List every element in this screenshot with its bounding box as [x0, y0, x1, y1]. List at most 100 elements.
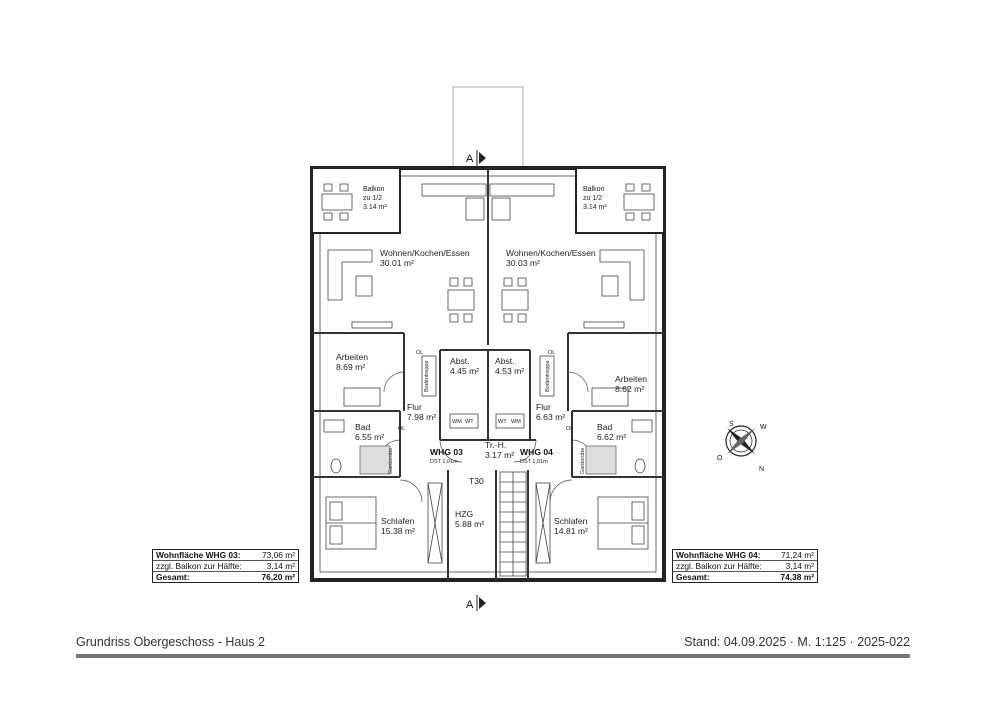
bed-left	[325, 496, 377, 550]
arbeiten-left-label: Arbeiten	[336, 352, 368, 362]
area-right-row2-value: 3,14 m²	[785, 561, 814, 571]
balcony-furniture-left	[321, 183, 353, 221]
arbeiten-right-area: 8.62 m²	[615, 384, 644, 394]
desk-right	[591, 387, 629, 407]
attic-ladder-right	[539, 355, 555, 397]
door-swings	[379, 371, 593, 503]
wardrobe-left	[427, 482, 443, 564]
compass-s: S	[729, 421, 734, 428]
area-left-row1-value: 73,06 m²	[261, 550, 295, 560]
tv-left	[351, 321, 393, 329]
ol-label-1: OL	[416, 350, 423, 356]
balkon-right-label: Balkon	[583, 186, 605, 193]
flur-right-label: Flur	[536, 402, 551, 412]
abst-left-area: 4.45 m²	[450, 366, 479, 376]
area-right-row2-label: zzgl. Balkon zur Hälfte:	[676, 561, 762, 571]
garderobe-right-label: Garderobe	[580, 448, 586, 474]
balkon-right-area: 3.14 m²	[583, 204, 607, 211]
unit-right-dst: DST 1,01m	[520, 459, 548, 465]
dining-table-left	[447, 277, 475, 323]
bodentreppe-left-label: Bodentreppe	[424, 361, 430, 393]
tv-right	[583, 321, 625, 329]
section-mark-bottom: A	[466, 599, 474, 611]
schlafen-left-area: 15.38 m²	[381, 526, 415, 536]
treppenhaus-label: Tr.-H.	[485, 440, 506, 450]
area-left-row2-value: 3,14 m²	[266, 561, 295, 571]
wohnen-right-label: Wohnen/Kochen/Essen	[506, 248, 596, 258]
section-marker-bottom	[476, 595, 486, 611]
ol-label-4: OL	[566, 426, 573, 432]
flur-left-area: 7.98 m²	[407, 412, 436, 422]
compass-rose	[725, 425, 757, 457]
bed-right	[597, 496, 649, 550]
coffee-table-left	[355, 275, 373, 297]
bathroom-left	[323, 419, 391, 475]
area-right-row3-value: 74,38 m²	[780, 572, 814, 582]
area-left-row3-value: 76,20 m²	[261, 572, 295, 582]
wm-box-left	[449, 413, 479, 429]
schlafen-right-label: Schlafen	[554, 516, 588, 526]
roof-projection	[452, 86, 524, 168]
footer-title: Grundriss Obergeschoss - Haus 2	[76, 635, 265, 649]
section-marker-top	[476, 150, 486, 166]
staircase	[499, 471, 527, 577]
sofa-left	[327, 249, 373, 301]
compass-n: N	[759, 466, 764, 473]
t30-label: T30	[469, 476, 484, 486]
wm-label-right: WM	[511, 419, 521, 425]
wohnen-right-area: 30.03 m²	[506, 258, 540, 268]
ol-label-3: OL	[398, 426, 405, 432]
area-left-row3-label: Gesamt:	[156, 572, 190, 582]
abst-right-label: Abst.	[495, 356, 515, 366]
unit-left-dst: DST 1,01m	[430, 459, 458, 465]
balkon-left-label: Balkon	[363, 186, 385, 193]
area-table-whg04: Wohnfläche WHG 04: 71,24 m² zzgl. Balkon …	[672, 549, 818, 583]
ol-label-2: OL	[548, 350, 555, 356]
balcony-furniture-right	[623, 183, 655, 221]
schlafen-right-area: 14.81 m²	[554, 526, 588, 536]
wohnen-left-area: 30.01 m²	[380, 258, 414, 268]
abst-right-area: 4.53 m²	[495, 366, 524, 376]
sofa-right	[599, 249, 645, 301]
bathroom-right	[585, 419, 653, 475]
bad-right-label: Bad	[597, 422, 613, 432]
hzg-area: 5.88 m²	[455, 519, 484, 529]
treppenhaus-area: 3.17 m²	[485, 450, 514, 460]
kitchen-left	[421, 183, 487, 221]
unit-right-label: WHG 04	[520, 447, 553, 457]
bad-left-area: 6.55 m²	[355, 432, 384, 442]
dining-table-right	[501, 277, 529, 323]
section-mark-top: A	[466, 153, 474, 165]
area-right-row1-value: 71,24 m²	[780, 550, 814, 560]
abst-left-label: Abst.	[450, 356, 470, 366]
compass-o: O	[717, 455, 723, 462]
wm-label-left: WM	[452, 419, 462, 425]
coffee-table-right	[601, 275, 619, 297]
garderobe-left-label: Garderobe	[388, 448, 394, 474]
compass-w: W	[760, 424, 767, 431]
wt-label-left: WT	[465, 419, 474, 425]
balkon-left-label2: zu 1/2	[363, 195, 382, 202]
bodentreppe-right-label: Bodentreppe	[545, 361, 551, 393]
area-left-row1-label: Wohnfläche WHG 03:	[156, 550, 241, 560]
bad-right-area: 6.62 m²	[597, 432, 626, 442]
hzg-label: HZG	[455, 509, 473, 519]
bad-left-label: Bad	[355, 422, 371, 432]
desk-left	[343, 387, 381, 407]
area-right-row3-label: Gesamt:	[676, 572, 710, 582]
kitchen-right	[489, 183, 555, 221]
wm-box-right	[495, 413, 525, 429]
area-right-row1-label: Wohnfläche WHG 04:	[676, 550, 761, 560]
arbeiten-left-area: 8.69 m²	[336, 362, 365, 372]
area-table-whg03: Wohnfläche WHG 03: 73,06 m² zzgl. Balkon …	[152, 549, 299, 583]
flur-left-label: Flur	[407, 402, 422, 412]
wt-label-right: WT	[498, 419, 507, 425]
area-left-row2-label: zzgl. Balkon zur Hälfte:	[156, 561, 242, 571]
balkon-right-label2: zu 1/2	[583, 195, 602, 202]
balkon-left-area: 3.14 m²	[363, 204, 387, 211]
schlafen-left-label: Schlafen	[381, 516, 415, 526]
footer-meta: Stand: 04.09.2025 · M. 1:125 · 2025-022	[684, 635, 910, 649]
footer-rule	[76, 654, 910, 658]
wardrobe-right	[535, 482, 551, 564]
